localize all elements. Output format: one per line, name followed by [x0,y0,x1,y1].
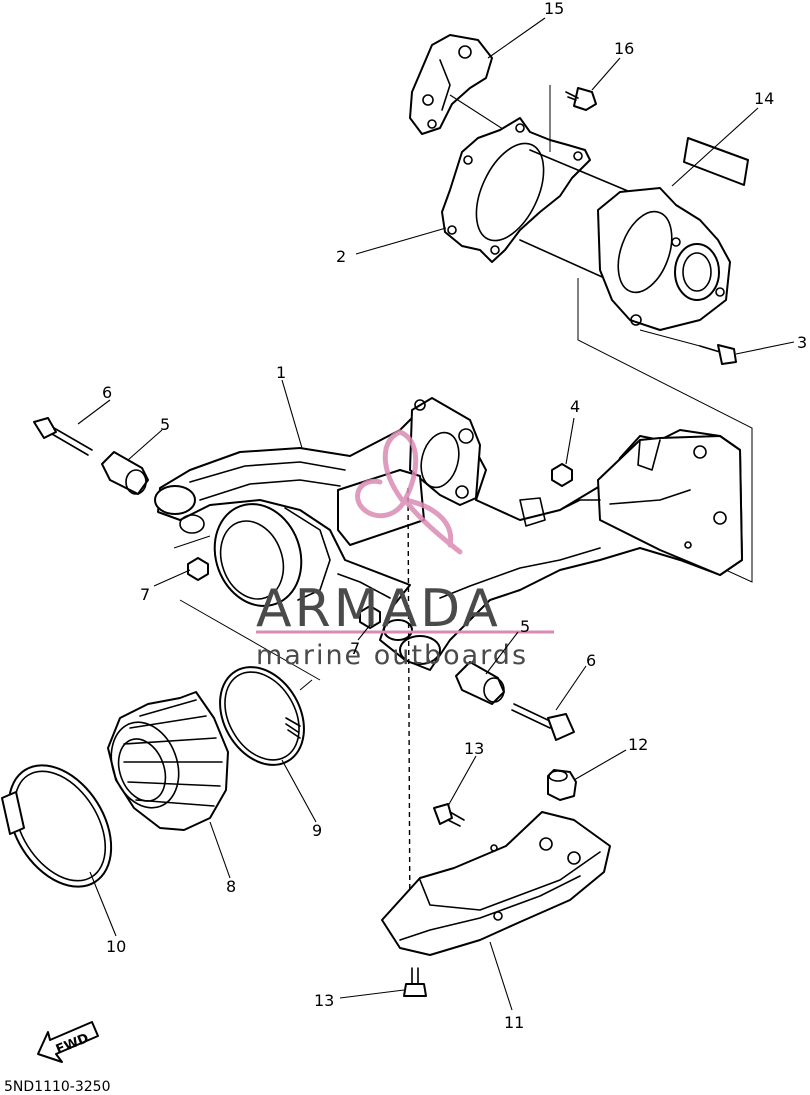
part-5-bushing-left [101,451,149,495]
callout-12: 12 [628,735,648,754]
callout-7-left: 7 [140,585,150,604]
watermark-tagline-text: marine outboards [256,640,528,671]
callout-13-lower: 13 [314,991,334,1010]
part-16-bolt [565,87,597,111]
fwd-arrow-icon: FWD [37,1021,99,1063]
callout-6-left: 6 [102,383,112,402]
part-6-bolt-left [33,417,93,456]
callout-7-right: 7 [350,639,360,658]
part-13-bolt-lower [403,967,427,997]
callout-9: 9 [312,821,322,840]
callout-15: 15 [544,0,564,18]
part-14-label [683,137,749,186]
part-2-axle-housing [441,117,731,331]
callout-10: 10 [106,937,126,956]
callout-13-upper: 13 [464,739,484,758]
watermark-brand-text: ARMADA [256,579,501,639]
callout-4: 4 [570,397,580,416]
part-13-bolt-upper [433,803,465,827]
part-8-boot [107,691,229,831]
part-9-circlip [219,666,305,766]
part-10-clamp [1,764,113,888]
part-7-nut-left [187,557,209,581]
mid-reference-lines [173,487,411,941]
part-3-bolt [699,344,737,365]
part-5-bushing-right [455,661,505,705]
part-15-bracket [409,34,521,141]
callout-3: 3 [797,333,807,352]
callout-16: 16 [614,39,634,58]
callout-14: 14 [754,89,774,108]
part-6-bolt-right [511,703,575,741]
drawing-code: 5ND1110-3250 [4,1079,110,1095]
callout-numbers: 15 16 14 2 3 1 6 5 4 7 7 5 6 13 12 9 8 1… [102,0,807,1032]
callout-5-left: 5 [160,415,170,434]
part-11-skid-plate [381,811,611,956]
armada-watermark: ARMADA marine outboards [256,429,554,671]
callout-1: 1 [276,363,286,382]
callout-11: 11 [504,1013,524,1032]
part-12-stopper [547,769,577,801]
part-4-nut [551,463,573,487]
callout-5-right: 5 [520,617,530,636]
callout-2: 2 [336,247,346,266]
callout-6-right: 6 [586,651,596,670]
watermark-logo-icon [355,429,463,555]
part-7-nut-right [359,605,381,629]
callout-8: 8 [226,877,236,896]
callout-leaders [77,17,795,1011]
